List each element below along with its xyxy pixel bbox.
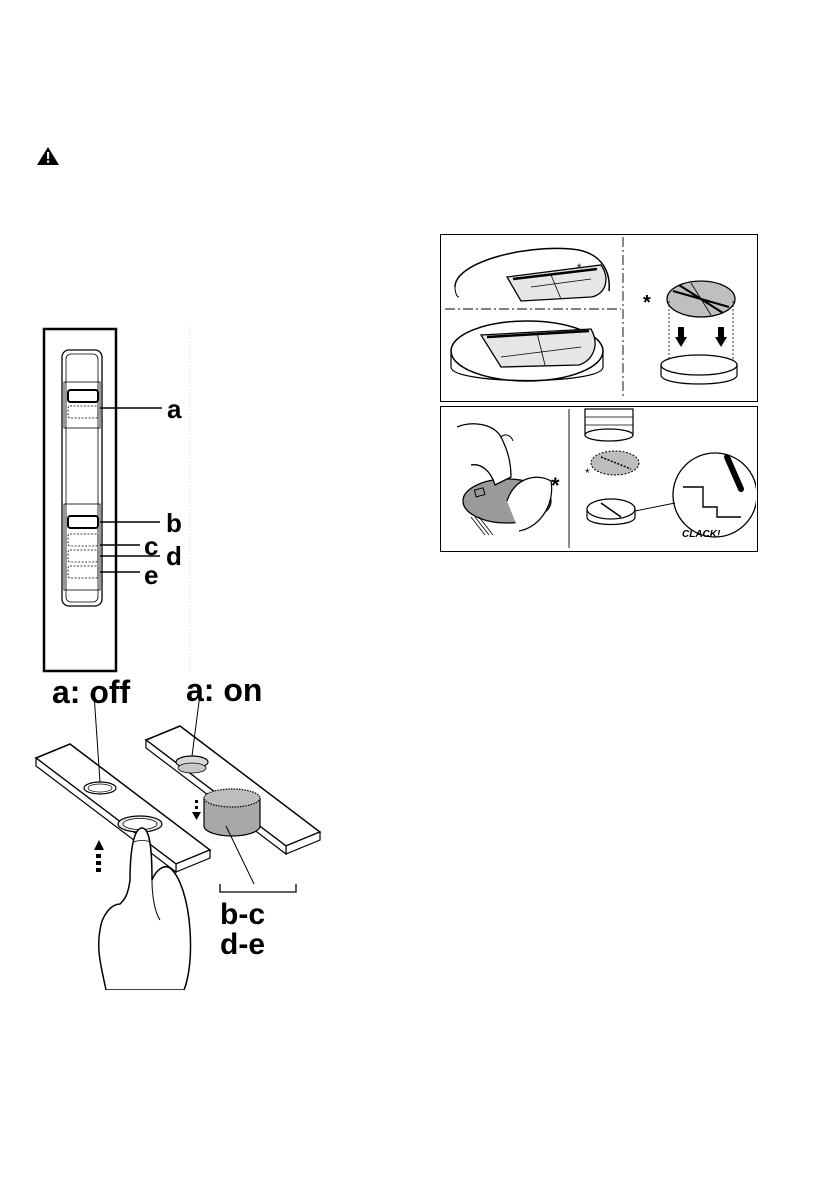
bracket-label-de: d-e (220, 930, 265, 960)
clack-label: CLACK! (682, 530, 720, 540)
label-c: c (144, 533, 158, 559)
label-d: d (166, 543, 182, 569)
label-a: a (167, 396, 181, 422)
label-b: b (166, 510, 182, 536)
switch-operation-illustration (30, 700, 340, 990)
asterisk-mark-small: * (585, 466, 590, 480)
on-label: a: on (186, 674, 262, 706)
warning-triangle-icon (36, 146, 60, 166)
off-label: a: off (52, 676, 130, 708)
filter-removal-figure: * * (440, 234, 758, 402)
asterisk-mark-large: * (643, 292, 651, 314)
asterisk-mark-peel: * (551, 473, 560, 498)
bracket-label-bc: b-c (220, 900, 265, 930)
label-e: e (144, 562, 158, 588)
slider-panel-diagram (40, 326, 200, 674)
asterisk-mark: * (577, 262, 582, 274)
